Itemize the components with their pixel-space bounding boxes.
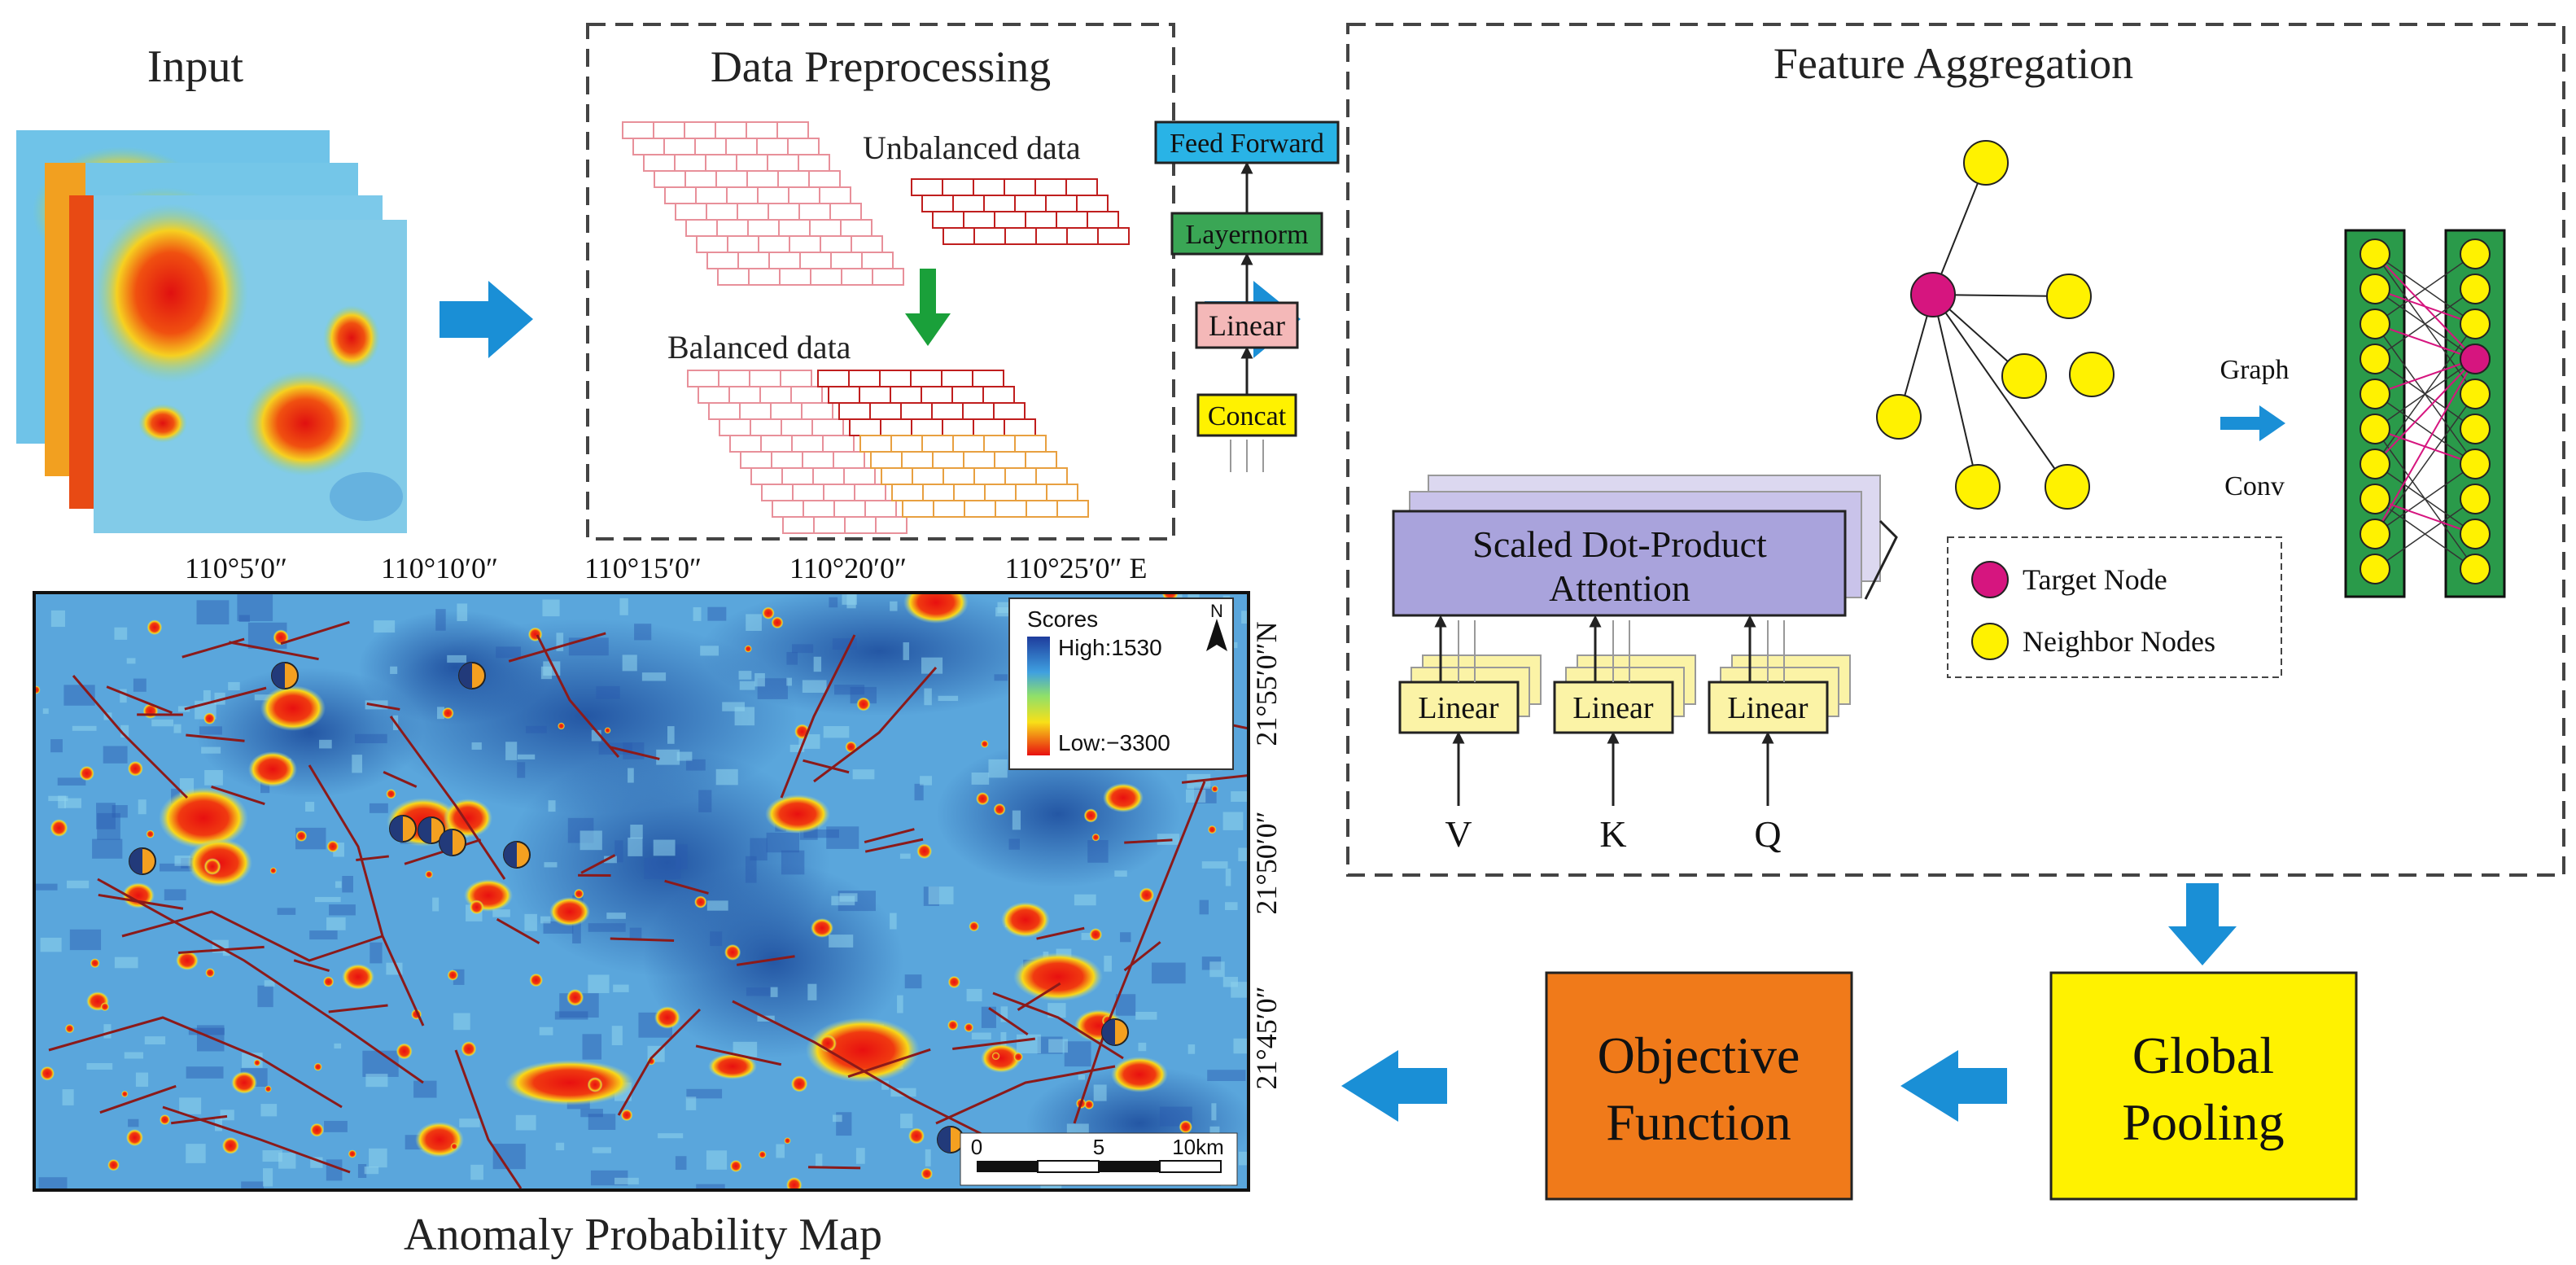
preprocessing-title: Data Preprocessing (711, 42, 1051, 91)
objective-function-box (1545, 971, 1853, 1201)
attention-label-line2: Attention (1549, 567, 1690, 609)
map-tick-right: 21°50′0″ (1250, 811, 1283, 914)
arrow-objective-to-map (1341, 1050, 1447, 1122)
graph-conv-label-2: Conv (2224, 471, 2285, 501)
map-title: Anomaly Probability Map (404, 1210, 882, 1260)
v-label: V (1445, 813, 1472, 855)
attention-box (1392, 510, 1847, 617)
map-tick-top: 110°5′0″ (185, 552, 287, 584)
k-label: K (1599, 813, 1626, 855)
transformer-block: Feed Forward Layernorm Linear Concat Sca… (1154, 120, 1898, 617)
linear-k-label: Linear (1572, 691, 1654, 725)
linear-q-label: Linear (1727, 691, 1808, 725)
layernorm-box (1170, 212, 1323, 256)
attention-label-line1: Scaled Dot-Product (1472, 523, 1767, 565)
legend-neighbor-label: Neighbor Nodes (2023, 625, 2215, 658)
neighbor-node (1963, 140, 2009, 186)
linear-group-q: Linear Q (1708, 615, 1851, 855)
balanced-majority-grid (687, 370, 908, 534)
map-legend: Scores High:1530 Low:−3300 N (1008, 597, 1234, 770)
arrow-pooling-to-objective (1900, 1050, 2007, 1122)
global-pooling-box (2049, 971, 2358, 1201)
aggregation-title: Feature Aggregation (1773, 39, 2133, 88)
legend-target-label: Target Node (2023, 563, 2167, 596)
scale-10: 10km (1172, 1135, 1224, 1159)
map-tick-top: 110°10′0″ (381, 552, 498, 584)
linear-top-box (1195, 301, 1299, 349)
graph-legend: Target Node Neighbor Nodes (1947, 536, 2282, 678)
anomaly-map: Scores High:1530 Low:−3300 N 0 5 10km (33, 591, 1250, 1192)
north-label: N (1210, 601, 1223, 621)
gcn-layers (2344, 229, 2506, 598)
map-scale-bar: 0 5 10km (960, 1132, 1238, 1186)
concat-box (1196, 393, 1297, 437)
legend-target-node (1971, 561, 2009, 598)
map-legend-low: Low:−3300 (1058, 730, 1170, 755)
neighbor-node (2045, 464, 2090, 510)
map-legend-high: High:1530 (1058, 635, 1162, 660)
graph-conv-label-1: Graph (2220, 355, 2290, 385)
map-legend-title: Scores (1027, 606, 1098, 632)
arrow-input-to-preprocessing (440, 281, 533, 358)
preprocessing-box (586, 23, 1175, 541)
input-layer-4 (94, 204, 407, 533)
map-tick-top: 110°25′0″ E (1005, 552, 1148, 584)
linear-projections: Linear V Linear K Linear (1398, 615, 1851, 855)
scale-0: 0 (971, 1135, 982, 1159)
balanced-synthetic-grid (859, 435, 1089, 518)
feed-forward-box (1154, 120, 1340, 164)
objective-function-label-2: Function (1606, 1093, 1791, 1151)
global-pooling-label-1: Global (2132, 1026, 2274, 1084)
graph-conv-arrow (2220, 405, 2285, 441)
legend-neighbor-node (1971, 623, 2009, 660)
neighbor-node (2046, 274, 2092, 319)
neighbor-node (2001, 353, 2047, 399)
scale-5: 5 (1093, 1135, 1104, 1159)
objective-function-label-1: Objective (1598, 1026, 1800, 1084)
input-title: Input (147, 42, 244, 92)
map-right-ticks: 21°55′0″N 21°50′0″ 21°45′0″ (1250, 621, 1283, 1089)
neighbor-node (1876, 394, 1922, 440)
feed-forward-label: Feed Forward (1170, 129, 1324, 159)
balance-arrow (905, 269, 951, 346)
unbalanced-minority-grid (911, 178, 1130, 245)
neighbor-node (1955, 464, 2001, 510)
linear-top-label: Linear (1209, 309, 1285, 342)
layernorm-label: Layernorm (1185, 220, 1308, 250)
global-pooling-label-2: Pooling (2122, 1093, 2284, 1151)
linear-group-v: Linear V (1398, 615, 1542, 855)
aggregation-box (1346, 23, 2565, 877)
map-tick-top: 110°15′0″ (584, 552, 702, 584)
map-tick-right: 21°55′0″N (1250, 621, 1283, 746)
balanced-minority-grid (817, 370, 1036, 436)
target-node (1910, 272, 1956, 317)
linear-group-k: Linear K (1553, 615, 1696, 855)
arrow-aggregation-to-pooling (2168, 883, 2237, 965)
map-tick-right: 21°45′0″ (1250, 986, 1283, 1089)
concat-label: Concat (1208, 401, 1287, 431)
map-top-ticks: 110°5′0″ 110°10′0″ 110°15′0″ 110°20′0″ 1… (185, 552, 1147, 584)
balanced-label: Balanced data (667, 329, 851, 365)
neighbor-node (2069, 352, 2115, 397)
map-tick-top: 110°20′0″ (789, 552, 907, 584)
q-label: Q (1754, 813, 1781, 855)
unbalanced-label: Unbalanced data (863, 129, 1081, 166)
graph-network (1876, 140, 2115, 510)
north-arrow-icon (1206, 619, 1227, 651)
linear-v-label: Linear (1418, 691, 1499, 725)
input-stack (16, 130, 407, 533)
unbalanced-majority-grid (622, 121, 904, 286)
